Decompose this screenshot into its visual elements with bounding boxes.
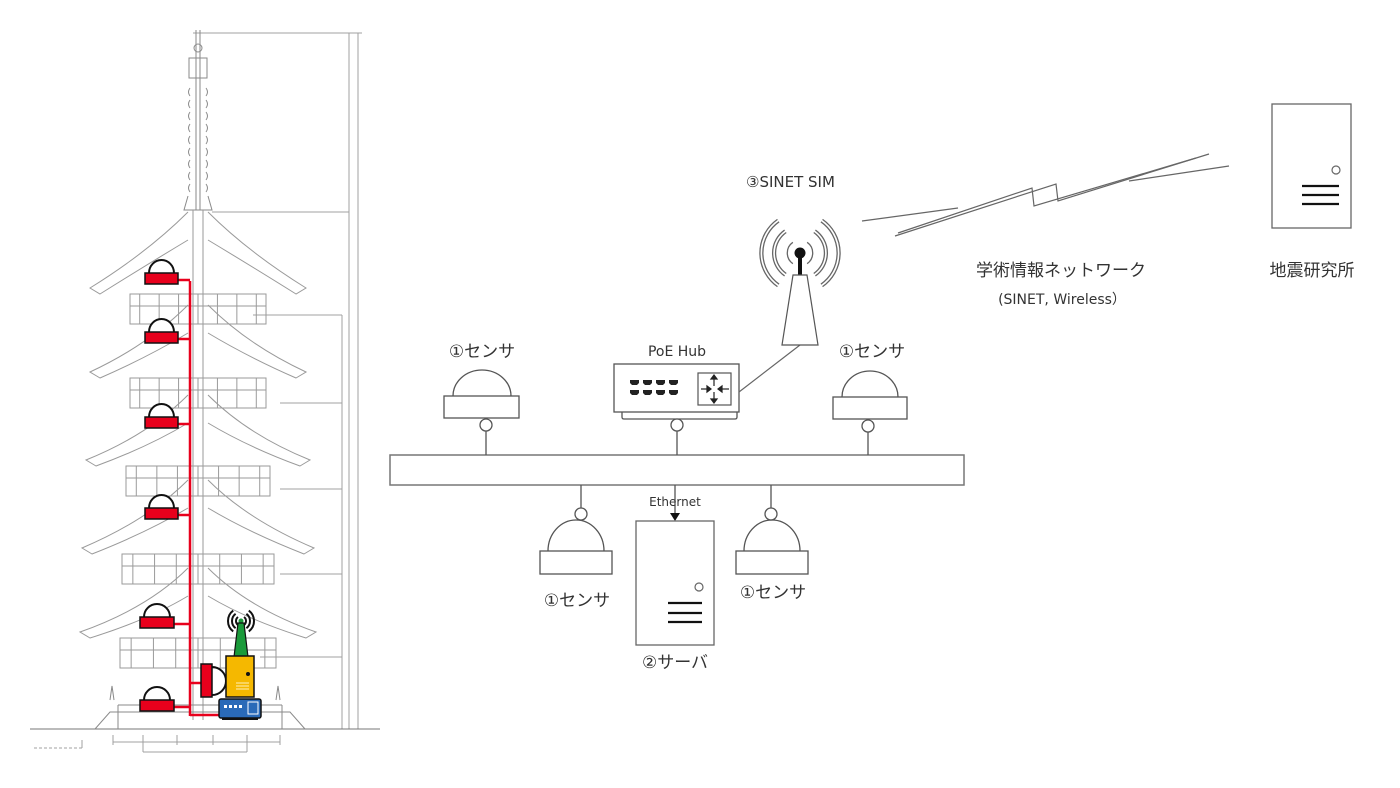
central-pillar: [192, 210, 204, 720]
ethernet-ports-icon: [630, 380, 678, 395]
antenna-tower-icon: [781, 274, 819, 346]
spire-ring: [188, 87, 208, 97]
sim-label: ③SINET SIM: [746, 173, 835, 191]
pagoda-elevation-drawing: [30, 30, 380, 753]
wave-arc: [248, 609, 255, 633]
pagoda-sensor-icon: [144, 494, 179, 520]
dimension-lines: [30, 32, 380, 753]
sinet-sim-antenna[interactable]: ③SINET SIM: [746, 173, 841, 346]
sensor-top-left[interactable]: ①センサ: [443, 342, 520, 455]
wan-sublabel: (SINET, Wireless）: [998, 292, 1126, 308]
pagoda-server-icon: [225, 655, 255, 698]
wave-arc: [231, 613, 237, 629]
spire-ring: [188, 135, 208, 145]
server[interactable]: ②サーバ: [635, 520, 715, 673]
spire-ring: [188, 147, 208, 157]
sensor-top-right[interactable]: ①センサ: [832, 342, 908, 455]
pagoda-sensor-icon: [139, 603, 175, 629]
pagoda-base: [94, 685, 306, 730]
wave-arc: [820, 221, 838, 285]
roof-tier: [89, 211, 307, 325]
wave-arc: [822, 218, 841, 288]
radio-waves-icon: [759, 218, 841, 288]
sensor-dome-icon: [452, 369, 512, 397]
ethernet-port: [656, 380, 665, 385]
pagoda-sensor-icon: [139, 686, 175, 712]
sensor-label: ①センサ: [740, 583, 806, 603]
server-icon: [1271, 103, 1352, 229]
roof-tier: [84, 394, 312, 497]
spire-ring: [188, 171, 208, 181]
earthquake-research-institute[interactable]: 地震研究所: [1270, 103, 1355, 281]
pagoda-sensor-icon: [144, 259, 179, 285]
wave-arc: [762, 221, 780, 285]
ethernet-port: [669, 380, 678, 385]
server-label: ②サーバ: [642, 653, 708, 673]
wan-label: 学術情報ネットワーク: [976, 261, 1146, 281]
pagoda-spire: [183, 30, 213, 211]
poe-hub[interactable]: PoE Hub: [613, 344, 801, 455]
switch-arrows-icon: [697, 372, 732, 406]
ethernet-port: [669, 390, 678, 395]
pagoda-sensor-icon: [144, 318, 179, 344]
pagoda-sensor-icon: [144, 403, 179, 429]
wave-arc: [759, 218, 778, 288]
poe-hub-label: PoE Hub: [648, 344, 706, 360]
pagoda-roofs: [78, 211, 318, 669]
ethernet-port: [643, 390, 652, 395]
pagoda-antenna-icon: [227, 609, 255, 658]
antenna-ball-icon: [794, 247, 806, 259]
wave-arc: [815, 229, 828, 277]
spire-ring: [188, 111, 208, 121]
wave-arc: [772, 229, 785, 277]
spire-ring: [188, 99, 208, 109]
wave-arc: [786, 241, 794, 265]
sensor-label: ①センサ: [449, 342, 515, 362]
wireless-link-icon: [861, 153, 1230, 237]
ethernet-port: [630, 380, 639, 385]
sensor-bottom-right[interactable]: ①センサ: [735, 485, 809, 603]
wave-arc: [227, 609, 234, 633]
sensor-label: ①センサ: [839, 342, 905, 362]
institute-label: 地震研究所: [1270, 261, 1355, 281]
pagoda-sensors: [139, 259, 179, 712]
sensor-dome-icon: [841, 370, 899, 398]
server-icon: [635, 520, 715, 646]
ethernet-link: Ethernet: [649, 485, 701, 521]
roof-tier: [88, 304, 308, 409]
ethernet-port: [630, 390, 639, 395]
arrow-down-icon: [670, 513, 680, 521]
sensor-dome-icon: [547, 519, 605, 552]
wave-arc: [245, 613, 251, 629]
wave-arc: [774, 231, 787, 275]
wave-arc: [813, 231, 826, 275]
wave-arc: [806, 241, 814, 265]
network-bus: [389, 454, 965, 486]
pagoda-side-sensor: [200, 663, 227, 698]
ethernet-label: Ethernet: [649, 495, 701, 509]
sensor-bottom-left[interactable]: ①センサ: [539, 485, 613, 611]
spire-ring: [188, 159, 208, 169]
academic-network: 学術情報ネットワーク (SINET, Wireless）: [976, 261, 1146, 308]
sensor-dome-icon: [743, 519, 801, 552]
pagoda-cable: [174, 278, 219, 717]
spire-ring: [188, 183, 208, 193]
ethernet-port: [643, 380, 652, 385]
spire-ring: [188, 123, 208, 133]
pagoda-poe-hub-icon: [218, 698, 262, 720]
ethernet-port: [656, 390, 665, 395]
sensor-label: ①センサ: [544, 591, 610, 611]
